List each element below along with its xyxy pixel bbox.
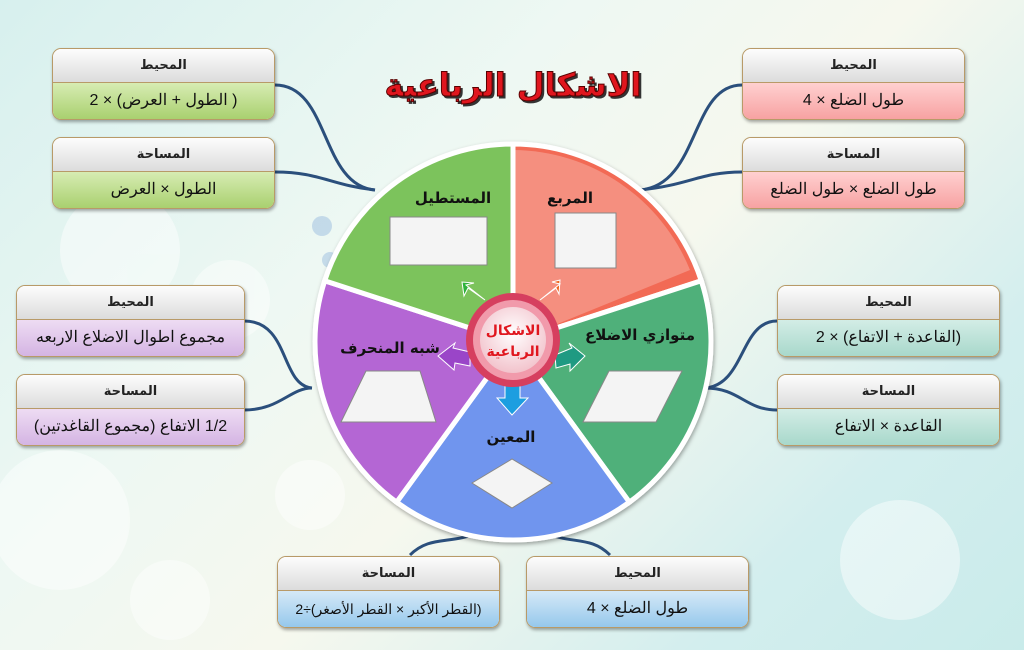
box-header: المحيط xyxy=(778,286,999,320)
rhombus-shape-icon xyxy=(471,458,553,509)
center-hub: الاشكال الرباعية xyxy=(437,279,586,416)
box-header: المساحة xyxy=(17,375,244,409)
box-header: المحيط xyxy=(17,286,244,320)
box-formula: مجموع اطوال الاضلاع الاربعه xyxy=(17,320,244,356)
box-header: المساحة xyxy=(53,138,274,172)
rhombus-perimeter-box: المحيط طول الضلع × 4 xyxy=(526,556,749,628)
rectangle-shape-icon xyxy=(389,216,488,266)
box-formula: طول الضلع × طول الضلع xyxy=(743,172,964,208)
arrow-up-right-icon xyxy=(539,279,562,301)
center-label-line2: الرباعية xyxy=(486,344,539,360)
parallelogram-area-box: المساحة القاعدة × الاتفاع xyxy=(777,374,1000,446)
center-label-line1: الاشكال xyxy=(486,323,541,339)
box-formula: (القطر الأكبر × القطر الأصغر)÷2 xyxy=(278,591,499,627)
box-header: المحيط xyxy=(527,557,748,591)
label-rhombus: المعين xyxy=(487,428,536,446)
box-formula: طول الضلع × 4 xyxy=(527,591,748,627)
label-square: المربع xyxy=(547,189,593,207)
box-formula: طول الضلع × 4 xyxy=(743,83,964,119)
trapezoid-area-box: المساحة 1/2 الاتفاع (مجموع القاغدتين) xyxy=(16,374,245,446)
box-formula: (القاعدة + الاتفاع) × 2 xyxy=(778,320,999,356)
trapezoid-shape-icon xyxy=(340,370,437,423)
trapezoid-perimeter-box: المحيط مجموع اطوال الاضلاع الاربعه xyxy=(16,285,245,357)
arrow-up-left-icon xyxy=(461,281,486,301)
box-formula: ( الطول + العرض) × 2 xyxy=(53,83,274,119)
square-area-box: المساحة طول الضلع × طول الضلع xyxy=(742,137,965,209)
label-rectangle: المستطيل xyxy=(415,189,491,207)
slice-rhombus[interactable] xyxy=(393,337,633,543)
rectangle-area-box: المساحة الطول × العرض xyxy=(52,137,275,209)
square-perimeter-box: المحيط طول الضلع × 4 xyxy=(742,48,965,120)
box-formula: 1/2 الاتفاع (مجموع القاغدتين) xyxy=(17,409,244,445)
rectangle-perimeter-box: المحيط ( الطول + العرض) × 2 xyxy=(52,48,275,120)
square-shape-icon xyxy=(554,212,617,269)
parallelogram-perimeter-box: المحيط (القاعدة + الاتفاع) × 2 xyxy=(777,285,1000,357)
box-header: المحيط xyxy=(743,49,964,83)
box-formula: القاعدة × الاتفاع xyxy=(778,409,999,445)
arrow-right-icon xyxy=(554,342,586,373)
page-title: الاشكال الرباعية xyxy=(384,66,641,104)
shape-icons xyxy=(340,212,683,509)
label-trapezoid: شبه المنحرف xyxy=(340,339,440,357)
arrow-left-icon xyxy=(437,341,471,371)
box-header: المحيط xyxy=(53,49,274,83)
label-parallelogram: متوازي الاضلاع xyxy=(585,326,695,345)
box-header: المساحة xyxy=(778,375,999,409)
background-bubbles xyxy=(0,190,960,640)
box-formula: الطول × العرض xyxy=(53,172,274,208)
rhombus-area-box: المساحة (القطر الأكبر × القطر الأصغر)÷2 xyxy=(277,556,500,628)
box-header: المساحة xyxy=(278,557,499,591)
parallelogram-shape-icon xyxy=(582,370,683,423)
box-header: المساحة xyxy=(743,138,964,172)
